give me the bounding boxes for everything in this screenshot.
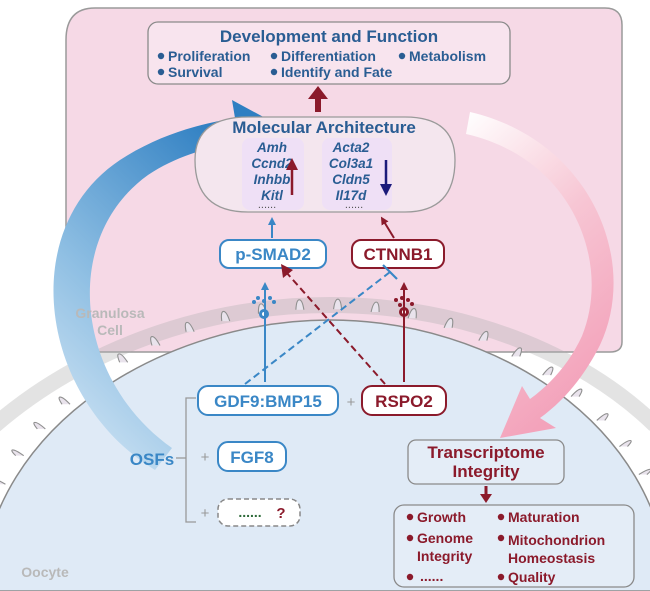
microvillus	[542, 366, 554, 376]
microvillus	[619, 439, 632, 447]
item-metabolism: Metabolism	[409, 48, 486, 64]
down-genes-ellipsis: ......	[345, 199, 363, 211]
microvillus	[596, 413, 609, 421]
transcriptome-items-box	[393, 504, 635, 588]
up-genes-box	[242, 138, 304, 210]
granulosa-label-line1: Granulosa	[75, 305, 144, 321]
osf-to-granulosa-arrow	[53, 100, 280, 470]
item-ellipsis: ......	[420, 568, 443, 584]
item-maturation: Maturation	[508, 509, 580, 525]
gene-ccnd2: Ccnd2	[251, 156, 293, 171]
development-items: Proliferation Differentiation Metabolism…	[157, 48, 486, 80]
up-genes-ellipsis: ......	[258, 199, 276, 211]
ctnnb1-box	[351, 239, 445, 269]
gdf9-bmp15-box	[197, 385, 339, 416]
rspo2-box	[361, 385, 447, 416]
microvillus	[11, 449, 25, 457]
unknown-factor-question: ?	[276, 505, 285, 522]
ctnnb1-to-molecular-arrow	[380, 216, 395, 239]
fgf8-box	[217, 441, 287, 472]
item-genome: Genome	[417, 530, 473, 546]
plus-sign-fgf8: +	[201, 449, 210, 466]
microvillus	[33, 421, 46, 430]
gdf9-bmp15-label: GDF9:BMP15	[214, 392, 322, 411]
rspo2-to-psmad2-line	[285, 271, 386, 385]
microvillus	[184, 321, 195, 332]
transcriptome-title-line1: Transcriptome	[427, 443, 544, 462]
item-differentiation: Differentiation	[281, 48, 376, 64]
osfs-label: OSFs	[130, 450, 174, 469]
gdf9-inhibits-ctnnb1-line	[244, 271, 391, 385]
downregulation-arrow	[380, 160, 392, 196]
gene-cldn5: Cldn5	[332, 172, 370, 187]
granulosa-label-line2: Cell	[97, 322, 123, 338]
item-homeostasis: Homeostasis	[508, 550, 595, 566]
gene-amh: Amh	[256, 140, 287, 155]
microvillus	[58, 396, 71, 405]
osfs-bracket	[176, 397, 196, 523]
microvillus	[333, 298, 343, 310]
upregulation-arrow	[286, 158, 298, 195]
down-genes-box	[322, 138, 392, 210]
molecular-title: Molecular Architecture	[232, 118, 416, 137]
item-identify-fate: Identify and Fate	[281, 64, 392, 80]
microvillus	[220, 310, 231, 322]
microvillus	[478, 330, 489, 341]
microvillus	[0, 480, 6, 485]
microvillus	[295, 299, 305, 310]
gene-kitl: Kitl	[261, 188, 283, 203]
gene-inhbb: Inhbb	[254, 172, 291, 187]
microvillus	[570, 388, 583, 397]
item-survival: Survival	[168, 64, 222, 80]
gene-col3a1: Col3a1	[329, 156, 373, 171]
item-mitochondrion: Mitochondrion	[508, 532, 605, 548]
item-growth: Growth	[417, 509, 466, 525]
development-title: Development and Function	[220, 27, 438, 46]
unknown-factor-dots: ......	[238, 504, 261, 520]
microvillus	[117, 353, 129, 363]
microvillus	[638, 468, 650, 475]
microvilli	[0, 298, 650, 485]
microvillus	[150, 336, 161, 346]
psmad2-box	[219, 239, 327, 269]
fgf8-label: FGF8	[230, 448, 273, 467]
item-quality: Quality	[508, 569, 556, 585]
granulosa-to-oocyte-arrow	[466, 112, 614, 438]
item-integrity: Integrity	[417, 548, 472, 564]
plus-sign-unknown: +	[201, 505, 210, 522]
gene-acta2: Acta2	[332, 140, 370, 155]
development-box	[147, 21, 511, 85]
transcriptome-title-line2: Integrity	[452, 462, 520, 481]
unknown-factor-box	[217, 498, 301, 527]
psmad2-label: p-SMAD2	[235, 245, 311, 264]
oocyte-label: Oocyte	[21, 564, 69, 580]
item-proliferation: Proliferation	[168, 48, 250, 64]
rspo2-label: RSPO2	[375, 392, 433, 411]
microvillus	[443, 317, 454, 329]
ctnnb1-label: CTNNB1	[364, 245, 433, 264]
microvillus	[370, 301, 380, 313]
microvillus	[407, 307, 417, 319]
plus-sign-rspo2: +	[347, 394, 356, 411]
microvillus	[511, 347, 523, 357]
transcriptome-title-box	[407, 439, 565, 485]
gene-il17d: Il17d	[336, 188, 368, 203]
